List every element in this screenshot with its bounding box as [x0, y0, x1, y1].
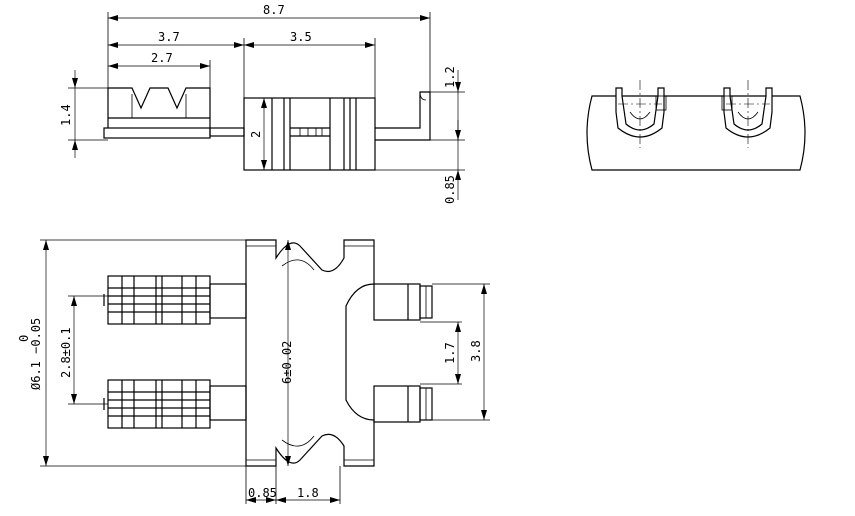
plan-view-part — [103, 239, 433, 467]
end-view-part — [586, 87, 806, 171]
dim-lead-spacing-inner: 1.7 — [443, 342, 457, 364]
dim-flange-thickness: 0.85 — [248, 486, 277, 500]
dim-diameter: Ø6.1 −0.05 — [29, 318, 43, 390]
dim-inner-segment: 2.7 — [151, 51, 173, 65]
dim-left-segment: 3.7 — [158, 30, 180, 44]
dim-slot-width: 1.8 — [297, 486, 319, 500]
dim-body-width: 6±0.02 — [280, 341, 294, 384]
side-view: 8.7 3.7 3.5 2.7 1.4 2 1.2 0.85 — [59, 3, 465, 204]
plan-view: Ø6.1 −0.05 0 2.8±0.1 6±0.02 1.7 3.8 0.85… — [17, 239, 490, 504]
end-view-centerlines — [618, 80, 770, 148]
dim-pin-spacing: 2.8±0.1 — [59, 327, 73, 378]
side-view-dimension-lines — [72, 15, 461, 200]
dim-diameter-upper-tol: 0 — [17, 335, 31, 342]
dim-left-height: 1.4 — [59, 104, 73, 126]
dim-right-segment: 3.5 — [290, 30, 312, 44]
dim-overall-length: 8.7 — [263, 3, 285, 17]
end-view — [586, 80, 806, 171]
side-view-part — [103, 87, 431, 171]
plan-view-dimension-lines — [43, 240, 487, 503]
dim-lead-spacing-outer: 3.8 — [469, 340, 483, 362]
dim-tab-height: 1.2 — [443, 66, 457, 88]
side-view-extension-lines — [68, 12, 465, 171]
dim-body-height: 2 — [249, 131, 263, 138]
dim-base-thickness: 0.85 — [443, 175, 457, 204]
